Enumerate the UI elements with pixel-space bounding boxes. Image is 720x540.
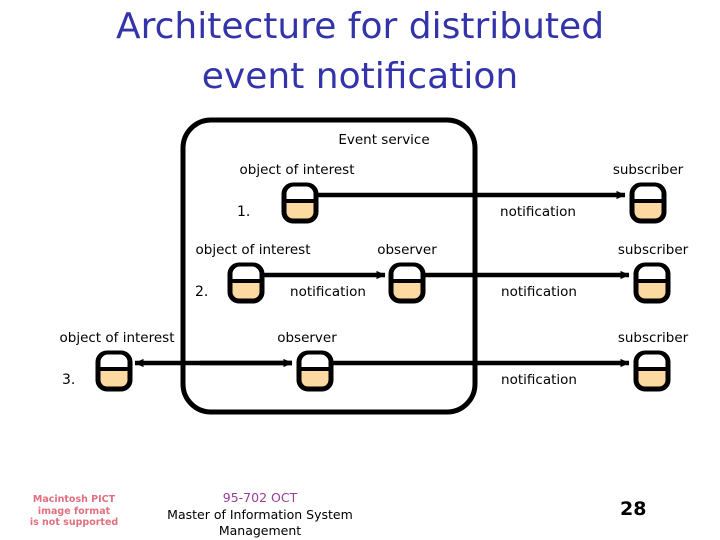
- course-code-label: 95-702 OCT: [222, 490, 298, 505]
- row3-notification-label-right: notification: [501, 372, 577, 388]
- object-icon-row1-subscriber: [629, 182, 667, 224]
- row2-object-of-interest-label: object of interest: [195, 242, 311, 258]
- row3-observer-label: observer: [277, 330, 337, 346]
- row3-object-of-interest-label: object of interest: [59, 330, 175, 346]
- object-icon-row3-object-of-interest: [95, 350, 133, 392]
- object-icon-row3-observer: [296, 350, 334, 392]
- object-icon-row2-subscriber: [633, 262, 671, 304]
- row2-notification-label-mid: notification: [290, 284, 366, 300]
- row2-subscriber-label: subscriber: [617, 242, 689, 258]
- row3-subscriber-label: subscriber: [617, 330, 689, 346]
- row1-notification-label: notification: [500, 204, 576, 220]
- slide-page-number: 28: [620, 498, 647, 520]
- row1-object-of-interest-label: object of interest: [239, 162, 355, 178]
- diagram-canvas: subscriber ---------- --> observer ---> …: [95, 117, 671, 415]
- event-service-label: Event service: [338, 132, 430, 148]
- object-icon-row2-observer: [388, 262, 426, 304]
- row1-subscriber-label: subscriber: [612, 162, 684, 178]
- row1-step-number: 1.: [237, 204, 251, 220]
- object-icon-row1-object-of-interest: [281, 182, 319, 224]
- course-name-label: Master of Information System Management: [167, 507, 353, 538]
- row2-observer-label: observer: [377, 242, 437, 258]
- slide-footer: Macintosh PICT image format is not suppo…: [0, 480, 720, 540]
- event-service-box: [180, 117, 478, 415]
- row2-notification-label-right: notification: [501, 284, 577, 300]
- object-icon-row3-subscriber: [633, 350, 671, 392]
- row2-step-number: 2.: [195, 284, 209, 300]
- architecture-diagram: subscriber ---------- --> observer ---> …: [0, 110, 720, 430]
- object-icon-row2-object-of-interest: [227, 262, 265, 304]
- page-title: Architecture for distributed event notif…: [115, 6, 605, 97]
- row3-step-number: 3.: [62, 372, 76, 388]
- pict-unsupported-notice: Macintosh PICT image format is not suppo…: [29, 494, 119, 528]
